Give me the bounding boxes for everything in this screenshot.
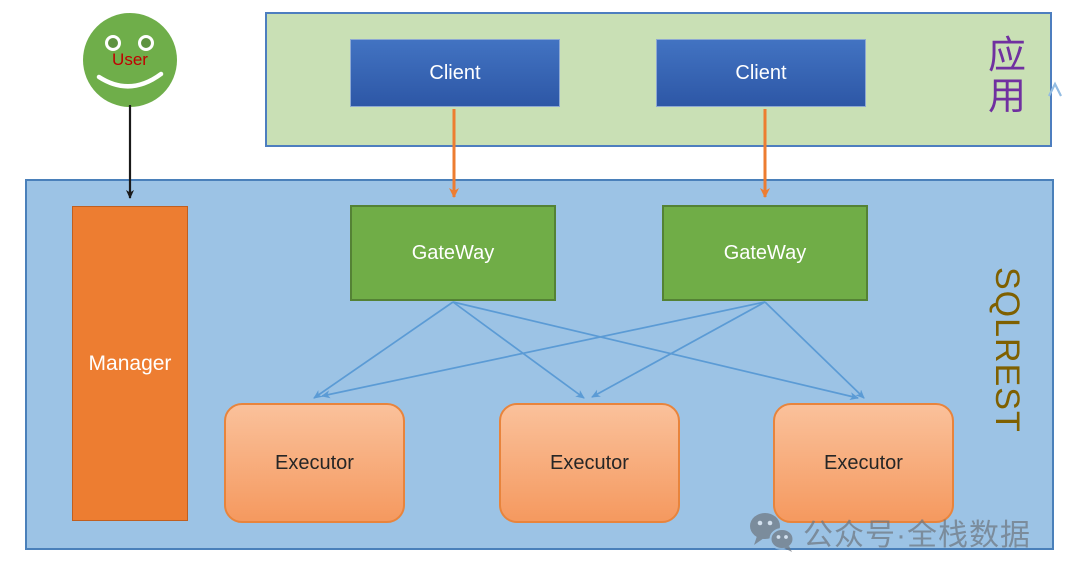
watermark: 公众号·全栈数据 <box>748 510 1031 554</box>
wechat-icon <box>750 513 795 552</box>
executor-label: Executor <box>550 451 629 474</box>
client-box-2: Client <box>656 39 866 107</box>
watermark-text: 公众号·全栈数据 <box>803 519 1031 552</box>
executor-box-1: Executor <box>224 403 405 523</box>
client-label: Client <box>429 61 481 84</box>
gateway-box-1: GateWay <box>350 205 556 301</box>
gateway-label: GateWay <box>723 241 807 264</box>
client-label: Client <box>735 61 787 84</box>
gateway-box-2: GateWay <box>662 205 868 301</box>
sqlrest-layer-label: SQLREST <box>988 267 1026 433</box>
eye-icon <box>138 35 154 51</box>
eye-icon <box>105 35 121 51</box>
gateway-label: GateWay <box>411 241 495 264</box>
executor-label: Executor <box>824 451 903 474</box>
executor-box-2: Executor <box>499 403 680 523</box>
app-layer-label: 应用 <box>987 35 1026 118</box>
client-box-1: Client <box>350 39 560 107</box>
smile-icon <box>96 71 164 89</box>
executor-label: Executor <box>275 451 354 474</box>
user-label: User <box>112 50 148 69</box>
manager-box: Manager <box>72 206 188 521</box>
user-icon: User <box>83 13 177 107</box>
executor-box-3: Executor <box>773 403 954 523</box>
manager-label: Manager <box>88 351 172 375</box>
